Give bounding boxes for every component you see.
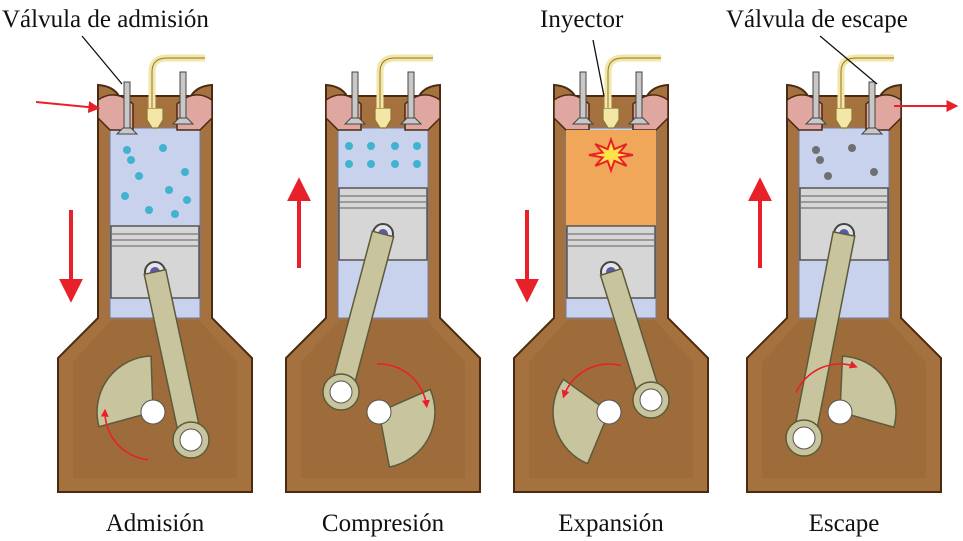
gas-particle xyxy=(123,146,131,154)
crank-rotation-arrow xyxy=(376,363,430,409)
injector xyxy=(146,107,164,129)
exhaust-valve-label: Válvula de escape xyxy=(726,6,908,33)
intake-valve-head xyxy=(571,117,595,125)
crankshaft xyxy=(596,399,622,425)
injector-leader xyxy=(592,39,605,97)
gas-particle xyxy=(345,160,353,168)
gas-particle xyxy=(165,186,173,194)
injector xyxy=(374,107,392,129)
crankcase xyxy=(73,320,237,478)
gas-particle xyxy=(127,156,135,164)
exhaust-valve-stem xyxy=(407,71,415,125)
exhaust-valve-head xyxy=(627,117,651,125)
engine-panel-3 xyxy=(513,54,709,493)
injector-fuel-line-edge xyxy=(607,57,661,108)
gas-particle xyxy=(367,142,375,150)
exhaust-valve-head xyxy=(399,117,423,125)
exhaust-valve-stem xyxy=(635,71,643,125)
gas-particle xyxy=(159,144,167,152)
stroke-label-escape: Escape xyxy=(809,510,880,537)
gas-particle xyxy=(812,146,820,154)
injector-fuel-line-edge xyxy=(840,57,894,108)
crank-pin xyxy=(639,388,663,412)
gas-particle xyxy=(171,210,179,218)
gas-particle xyxy=(870,168,878,176)
gas-particle xyxy=(413,160,421,168)
gas-particle xyxy=(121,192,129,200)
injector-fuel-line-edge xyxy=(379,57,433,108)
gas-particle xyxy=(848,144,856,152)
intake-valve-stem xyxy=(351,71,359,125)
gas-particle xyxy=(816,156,824,164)
crankshaft xyxy=(827,399,853,425)
intake-valve-stem xyxy=(123,81,131,135)
crank-rotation-arrow xyxy=(795,360,858,393)
crank-counterweight xyxy=(839,355,897,429)
intake-valve-stem xyxy=(812,71,820,125)
exhaust-valve-head xyxy=(860,127,884,135)
gas-particle xyxy=(367,160,375,168)
crankshaft xyxy=(140,399,166,425)
gas-particle xyxy=(413,142,421,150)
stroke-label-expansion: Expansión xyxy=(558,510,664,537)
stroke-label-compresion: Compresión xyxy=(322,510,445,537)
gas-particle xyxy=(391,160,399,168)
engine-panel-1 xyxy=(57,54,253,493)
engine-panel-4 xyxy=(746,54,942,493)
intake-flow-arrow xyxy=(35,101,101,114)
exhaust-valve-stem xyxy=(868,81,876,135)
gas-particle xyxy=(145,206,153,214)
gas-particle xyxy=(824,172,832,180)
spark-burst xyxy=(588,136,634,174)
crank-pin xyxy=(179,428,203,452)
gas-particle xyxy=(183,196,191,204)
crank-rotation-arrow xyxy=(561,363,622,399)
crank-pin xyxy=(792,426,816,450)
gas-particle xyxy=(345,142,353,150)
gas-particle xyxy=(391,142,399,150)
intake-valve-head xyxy=(115,127,139,135)
gas-particle xyxy=(135,172,143,180)
injector-label: Inyector xyxy=(540,6,624,33)
exhaust-valve-stem xyxy=(179,71,187,125)
engine-panel-2 xyxy=(285,54,481,493)
intake-valve-label: Válvula de admisión xyxy=(2,6,209,33)
exhaust-valve-head xyxy=(171,117,195,125)
injector-fuel-line-edge xyxy=(151,57,205,108)
intake-valve-head xyxy=(804,117,828,125)
injector xyxy=(602,107,620,129)
crank-pin xyxy=(329,380,353,404)
injector xyxy=(835,107,853,129)
crank-counterweight xyxy=(552,378,610,465)
exhaust-valve-leader xyxy=(819,35,878,85)
crank-counterweight xyxy=(378,388,436,468)
crank-counterweight xyxy=(96,355,154,428)
gas-particle xyxy=(181,168,189,176)
intake-valve-leader xyxy=(81,35,123,85)
stroke-label-admision: Admisión xyxy=(106,510,205,537)
crank-rotation-arrow xyxy=(100,408,148,461)
intake-valve-stem xyxy=(579,71,587,125)
intake-valve-head xyxy=(343,117,367,125)
crankshaft xyxy=(366,399,392,425)
